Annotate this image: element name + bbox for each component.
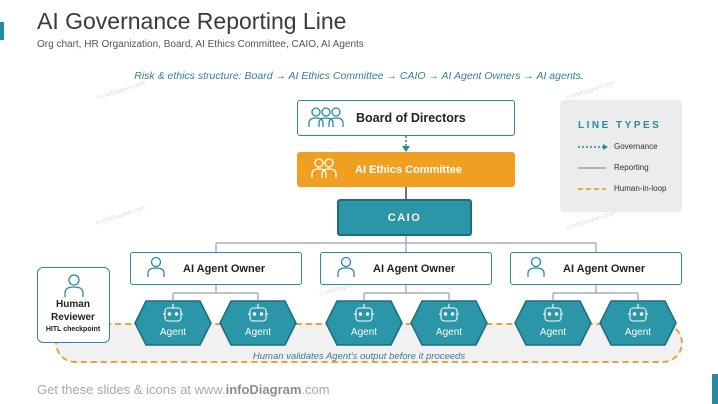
agent-node: Agent — [599, 300, 677, 346]
page-subtitle: Org chart, HR Organization, Board, AI Et… — [37, 39, 364, 50]
agent-owner-node: AI Agent Owner — [510, 252, 682, 285]
footer-prefix: Get these slides & icons at www. — [37, 382, 226, 397]
person-icon — [527, 256, 545, 281]
agent-node: Agent — [410, 300, 488, 346]
agent-owner-label: AI Agent Owner — [563, 262, 646, 275]
agent-label: Agent — [435, 327, 463, 338]
reviewer-title-line1: Human — [56, 299, 90, 310]
agent-label: Agent — [350, 327, 378, 338]
robot-icon — [439, 304, 459, 322]
agent-owner-node: AI Agent Owner — [130, 252, 302, 285]
footer-suffix: .com — [301, 382, 330, 397]
robot-icon — [354, 304, 374, 322]
legend-item-label: Reporting — [614, 163, 649, 172]
agent-label: Agent — [539, 327, 567, 338]
page-title: AI Governance Reporting Line — [37, 8, 347, 34]
agent-label: Agent — [244, 327, 272, 338]
robot-icon — [248, 304, 268, 322]
legend-item-label: Governance — [614, 142, 658, 151]
group-people-icon — [308, 106, 344, 131]
governance-arrowhead — [402, 146, 410, 152]
ethics-label: AI Ethics Committee — [355, 163, 462, 176]
agent-node: Agent — [219, 300, 297, 346]
agent-label: Agent — [159, 327, 187, 338]
legend-title: LINE TYPES — [578, 120, 662, 131]
people-pair-icon — [311, 157, 337, 182]
band-caption: Human validates Agent's output before it… — [252, 351, 466, 362]
board-node: Board of Directors — [297, 100, 515, 136]
reviewer-title-line2: Reviewer — [51, 312, 95, 323]
legend-panel: LINE TYPES Governance Reporting Human-in… — [560, 100, 682, 212]
legend-item-label: Human-in-loop — [614, 184, 667, 193]
legend-swatches — [578, 144, 608, 190]
board-label: Board of Directors — [356, 111, 466, 125]
agent-node: Agent — [134, 300, 212, 346]
person-icon — [337, 256, 355, 281]
agent-owner-label: AI Agent Owner — [373, 262, 456, 275]
caio-label: CAIO — [387, 211, 422, 224]
robot-icon — [163, 304, 183, 322]
agent-label: Agent — [624, 327, 652, 338]
agent-node: Agent — [514, 300, 592, 346]
person-icon — [64, 274, 84, 303]
agent-owner-node: AI Agent Owner — [320, 252, 492, 285]
accent-bar-left — [0, 22, 4, 40]
agent-node: Agent — [325, 300, 403, 346]
intro-text: Risk & ethics structure: Board → AI Ethi… — [134, 70, 584, 82]
human-reviewer-node: Human Reviewer HITL checkpoint — [37, 267, 110, 343]
robot-icon — [628, 304, 648, 322]
footer-brand: infoDiagram — [225, 382, 302, 397]
reviewer-subtitle: HITL checkpoint — [45, 326, 101, 333]
ethics-committee-node: AI Ethics Committee — [297, 152, 515, 187]
person-icon — [147, 256, 165, 281]
robot-icon — [543, 304, 563, 322]
caio-node: CAIO — [337, 199, 472, 236]
accent-bar-right — [712, 374, 718, 404]
footer: Get these slides & icons at www.infoDiag… — [37, 382, 330, 397]
agent-owner-label: AI Agent Owner — [183, 262, 266, 275]
